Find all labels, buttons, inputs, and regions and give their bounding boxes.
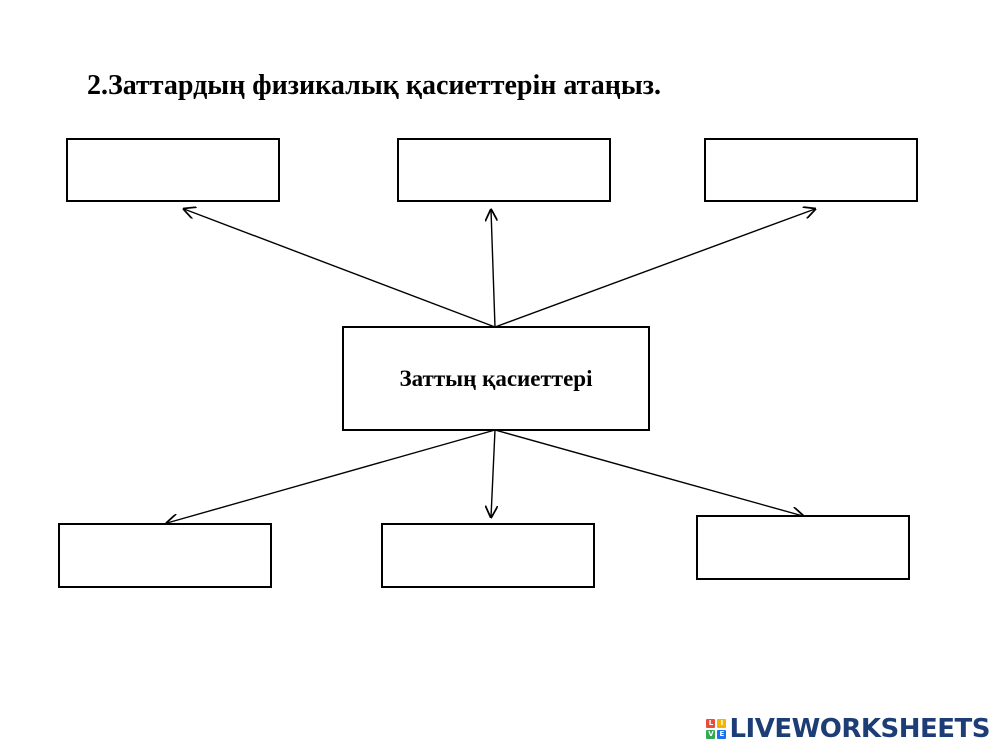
center-concept-label: Заттың қасиеттері [399,365,593,391]
arrow-to-bottom-left [167,429,496,523]
arrow-to-top-right [494,209,815,328]
answer-box-top-left[interactable] [66,138,280,202]
liveworksheets-logo-icon: L I V E [706,719,727,739]
logo-icon-cell: L [706,719,716,728]
page-title: 2.Заттардың физикалық қасиеттерін атаңыз… [87,70,661,101]
arrow-to-top-middle [491,210,495,328]
logo-text: LIVEWORKSHEETS [729,714,990,744]
logo-icon-cell: V [706,730,716,739]
answer-box-bottom-right[interactable] [696,515,910,580]
arrow-to-top-left [184,209,496,328]
logo-icon-cell: I [717,719,727,728]
logo-icon-cell: E [717,730,727,739]
answer-box-top-middle[interactable] [397,138,611,202]
answer-box-bottom-left[interactable] [58,523,272,588]
arrow-to-bottom-right [494,429,803,516]
arrow-to-bottom-middle [491,429,495,517]
center-concept-box: Заттың қасиеттері [342,326,650,431]
answer-box-bottom-middle[interactable] [381,523,595,588]
answer-box-top-right[interactable] [704,138,918,202]
liveworksheets-logo: L I V E LIVEWORKSHEETS [706,714,990,744]
